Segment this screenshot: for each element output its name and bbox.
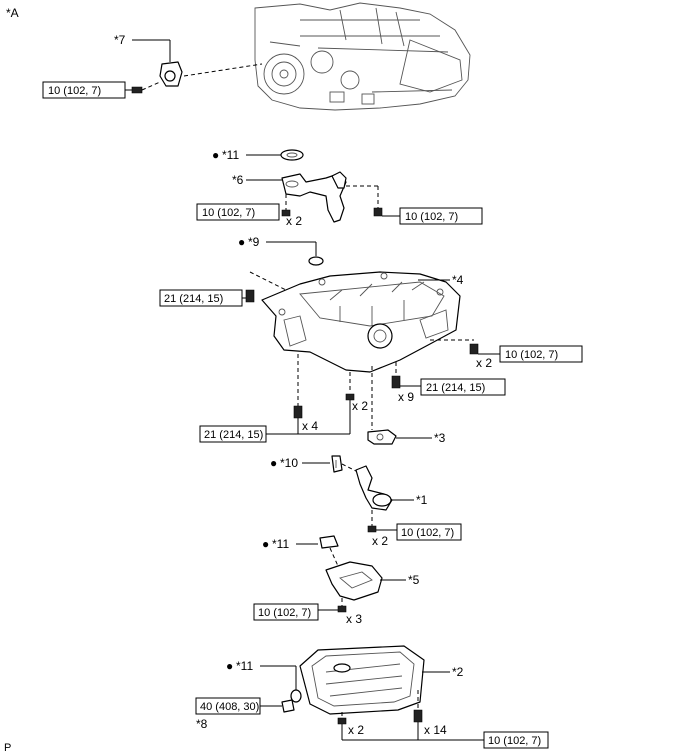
qty-pan-four: x 4 bbox=[302, 419, 318, 433]
callout-5: *5 bbox=[408, 573, 420, 587]
oil-baffle-5 bbox=[325, 561, 383, 601]
torque-pan-left: 21 (214, 15) bbox=[164, 293, 223, 305]
callout-1: *1 bbox=[416, 493, 428, 507]
gasket-11c bbox=[290, 689, 302, 703]
oil-pan-lower-2 bbox=[299, 645, 425, 715]
clip-10 bbox=[331, 455, 343, 473]
torque-box bbox=[483, 731, 549, 749]
callout-11c: *11 bbox=[236, 659, 253, 673]
qty-baffle: x 3 bbox=[346, 612, 362, 626]
torque-box bbox=[196, 203, 280, 221]
qty-pipe: x 2 bbox=[286, 214, 302, 228]
drain-plug-8 bbox=[281, 699, 295, 713]
qty-strainer: x 2 bbox=[372, 534, 388, 548]
callout-3: *3 bbox=[434, 431, 446, 445]
torque-pipe-right: 10 (102, 7) bbox=[405, 211, 458, 223]
torque-box bbox=[199, 425, 267, 443]
torque-lower-pan: 10 (102, 7) bbox=[488, 735, 541, 747]
qty-pan-right: x 2 bbox=[476, 356, 492, 370]
qty-lower-fourteen: x 14 bbox=[424, 723, 447, 737]
torque-pan-right-large: 21 (214, 15) bbox=[426, 382, 485, 394]
gasket-11a bbox=[280, 149, 304, 161]
dot-11a: ● bbox=[212, 148, 219, 162]
oil-pan-upper bbox=[261, 271, 461, 373]
oil-pipe bbox=[281, 171, 347, 223]
callout-10: *10 bbox=[280, 456, 298, 470]
oil-strainer-1 bbox=[355, 465, 393, 511]
view-label: *A bbox=[6, 6, 19, 20]
torque-pan-right-small: 10 (102, 7) bbox=[505, 349, 558, 361]
torque-box bbox=[420, 378, 506, 396]
torque-engine-mount: 10 (102, 7) bbox=[48, 85, 101, 97]
callout-6: *6 bbox=[232, 173, 244, 187]
torque-drain: 40 (408, 30) bbox=[200, 701, 259, 713]
callout-7: *7 bbox=[114, 33, 126, 47]
callout-2: *2 bbox=[452, 665, 464, 679]
dot-11c: ● bbox=[226, 659, 233, 673]
engine-mount-bracket bbox=[159, 61, 183, 87]
qty-pan-two: x 2 bbox=[352, 399, 368, 413]
callout-4: *4 bbox=[452, 273, 464, 287]
torque-box bbox=[396, 523, 462, 541]
o-ring-9 bbox=[308, 256, 324, 266]
torque-box bbox=[253, 603, 319, 621]
dot-11b: ● bbox=[262, 537, 269, 551]
oil-level-sensor-3 bbox=[367, 429, 397, 445]
torque-box bbox=[399, 207, 483, 225]
torque-pan-bottom: 21 (214, 15) bbox=[204, 429, 263, 441]
qty-pan-nine: x 9 bbox=[398, 390, 414, 404]
callout-11b: *11 bbox=[272, 537, 289, 551]
gasket-11b bbox=[319, 535, 339, 549]
torque-pipe-left: 10 (102, 7) bbox=[202, 207, 255, 219]
engine-block bbox=[254, 2, 471, 111]
dot-10: ● bbox=[270, 456, 277, 470]
dot-9: ● bbox=[238, 235, 245, 249]
corner-label: P bbox=[4, 742, 11, 754]
callout-9: *9 bbox=[248, 235, 260, 249]
callout-8: *8 bbox=[196, 717, 208, 731]
qty-lower-two: x 2 bbox=[348, 723, 364, 737]
torque-strainer: 10 (102, 7) bbox=[401, 527, 454, 539]
torque-baffle: 10 (102, 7) bbox=[258, 607, 311, 619]
callout-11a: *11 bbox=[222, 148, 239, 162]
